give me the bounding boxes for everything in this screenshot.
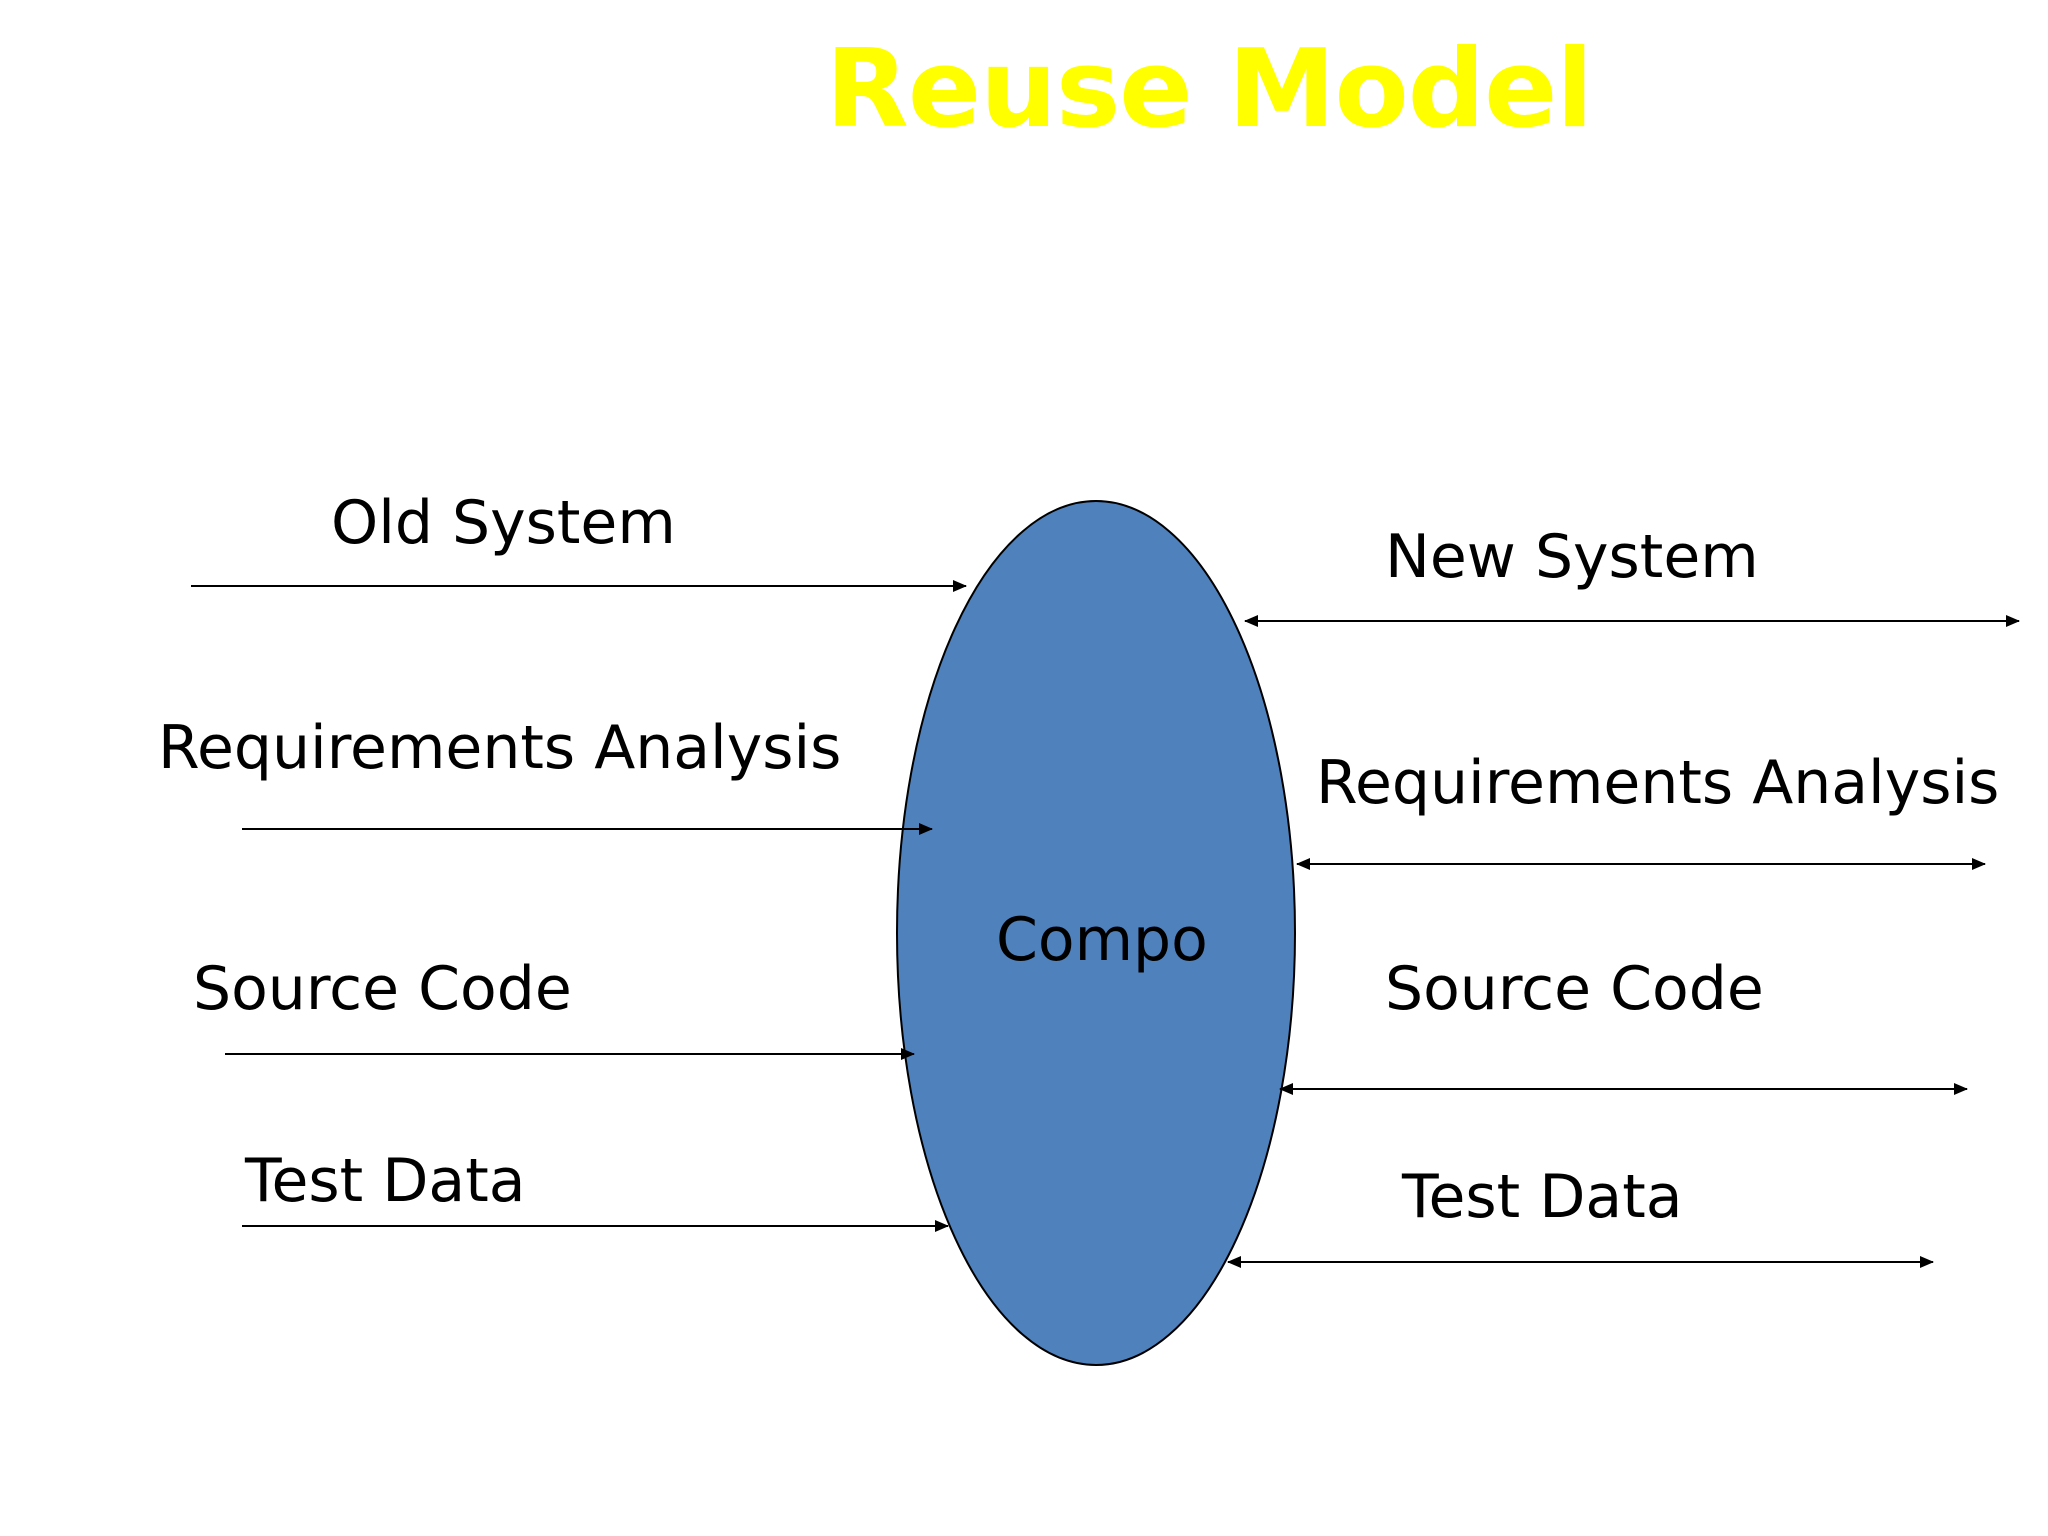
input-label-old-system: Old System — [331, 488, 676, 558]
output-label-new-system: New System — [1385, 522, 1759, 592]
input-label-requirements-analysis: Requirements Analysis — [158, 713, 842, 783]
output-label-source-code: Source Code — [1385, 954, 1764, 1024]
component-ellipse — [896, 500, 1296, 1366]
output-label-requirements-analysis: Requirements Analysis — [1316, 748, 2000, 818]
component-label: Compo — [996, 905, 1208, 975]
slide-title: Reuse Model — [825, 27, 1594, 152]
input-label-test-data: Test Data — [245, 1146, 526, 1216]
input-label-source-code: Source Code — [193, 954, 572, 1024]
output-label-test-data: Test Data — [1402, 1162, 1683, 1232]
